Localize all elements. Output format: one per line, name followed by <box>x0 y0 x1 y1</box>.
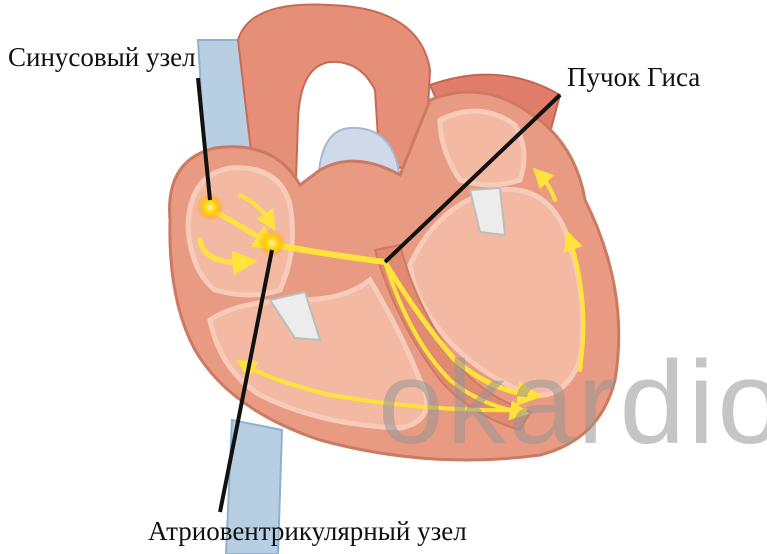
label-bundle-of-his: Пучок Гиса <box>567 64 700 91</box>
watermark-text: okardio <box>378 344 767 462</box>
label-sinoatrial-node: Синусовый узел <box>8 44 196 71</box>
label-av-node: Атриовентрикулярный узел <box>148 518 467 545</box>
